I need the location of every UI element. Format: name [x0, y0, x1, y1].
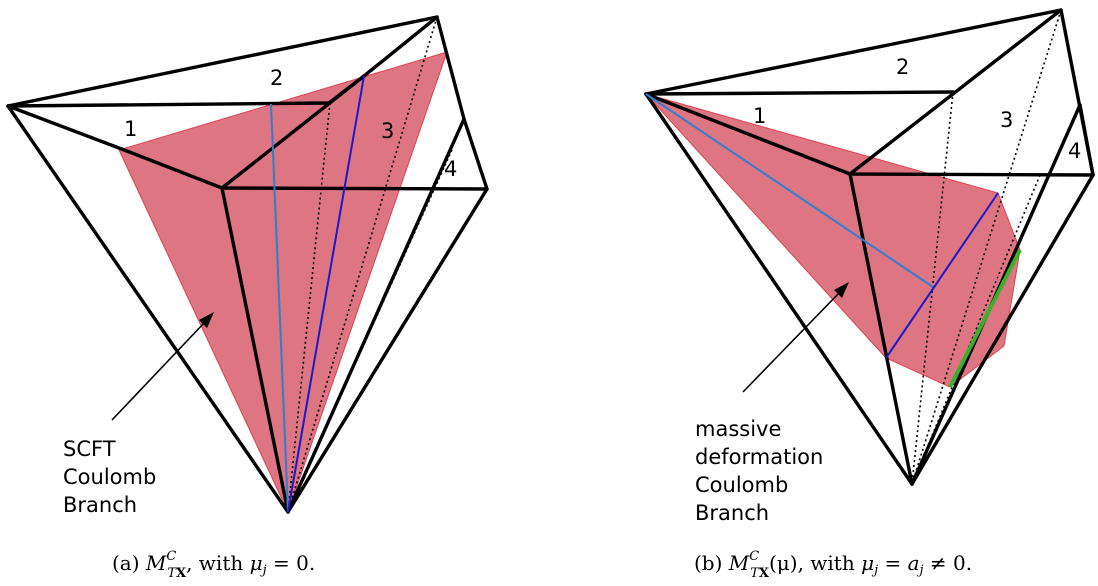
- annotation-a-line2: Coulomb: [63, 465, 156, 489]
- annotation-a-line3: Branch: [63, 493, 137, 517]
- annotation-arrow-b: [742, 291, 841, 393]
- green-line-b: [948, 249, 1022, 388]
- dark-blue-line-b: [885, 192, 999, 359]
- plane-edges-1-b: [644, 90, 955, 96]
- region-label-3: 3: [381, 119, 394, 143]
- massive-deformation-region: [644, 93, 1021, 388]
- dark-blue-line: [287, 75, 365, 513]
- inner-down-edge: [220, 186, 290, 514]
- region-label-1-b: 1: [753, 104, 766, 128]
- right-wedge-edge-b: [1078, 103, 1095, 177]
- panel-b: 1 2 3 4 massive deformation Coulomb Bran…: [644, 8, 1095, 581]
- dotted-ray-3: [287, 102, 331, 513]
- annotation-b-line4: Branch: [695, 501, 769, 525]
- region-label-4-b: 4: [1068, 139, 1081, 163]
- dotted-ray-2: [287, 118, 465, 513]
- dotted-ray-2-b: [911, 91, 954, 485]
- inner-front-edge: [220, 186, 489, 191]
- annotation-a-line1: SCFT: [63, 437, 116, 461]
- cone-left-edge-b: [644, 92, 914, 486]
- region-label-3-b: 3: [1000, 108, 1013, 132]
- inner-down-edge-b: [848, 172, 914, 486]
- annotation-b-line1: massive: [695, 417, 781, 441]
- arrow-head-b: [834, 282, 849, 298]
- annotation-b-line2: deformation: [695, 445, 823, 469]
- scft-coulomb-region: [118, 51, 448, 514]
- light-blue-line: [270, 103, 289, 513]
- region-label-1: 1: [124, 117, 137, 141]
- inner-vertex-edges: [6, 74, 366, 190]
- region-label-2-b: 2: [896, 55, 909, 79]
- dotted-ray-3-b: [911, 104, 1081, 485]
- plane-edges-2-b: [848, 8, 1063, 176]
- annotation-b-line3: Coulomb: [695, 473, 788, 497]
- region-label-2: 2: [270, 66, 283, 90]
- cone-outer-edges: [6, 15, 489, 514]
- dotted-ray-4-b: [911, 174, 1041, 485]
- arrow-head-a: [199, 312, 214, 328]
- dotted-ray-1: [287, 16, 438, 513]
- cone-right-edge-b: [910, 173, 1095, 486]
- region-label-4: 4: [444, 157, 457, 181]
- dotted-ray-4: [287, 149, 453, 513]
- light-blue-line-b: [645, 93, 934, 288]
- annotation-arrow-a: [111, 321, 206, 421]
